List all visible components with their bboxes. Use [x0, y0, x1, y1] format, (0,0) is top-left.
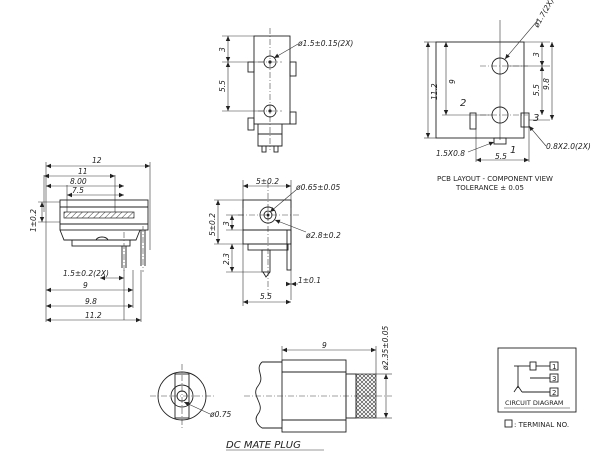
dim-width-11-2: 11.2 [85, 311, 102, 320]
circuit-terminal-1: 1 [552, 363, 556, 371]
plug-end-dia: ø0.75 [209, 410, 232, 419]
pcb-hole-dia: ø1.7(2X) [531, 0, 555, 30]
circuit-title: CIRCUIT DIAGRAM [505, 399, 564, 407]
dim-side-hole-dia: ø0.65±0.05 [295, 183, 340, 192]
pcb-slot-large: 0.8X2.0(2X) [546, 142, 591, 151]
pcb-caption: PCB LAYOUT - COMPONENT VIEW [437, 175, 553, 183]
side-view: 5±0.2 5±0.2 3 2.3 ø0.65±0.05 ø2.8±0.2 1±… [208, 177, 341, 306]
dim-side-2-3: 2.3 [222, 253, 231, 265]
pcb-dim-5-5: 5.5 [532, 84, 541, 96]
pcb-layout: ø1.7(2X) 11.2 9 3 5.5 9.8 2 3 1 1.5X0.8 … [424, 0, 591, 192]
pcb-dim-9-8: 9.8 [542, 78, 551, 90]
dim-width-7-5: 7.5 [72, 186, 84, 195]
terminal-legend: : TERMINAL NO. [514, 421, 569, 429]
dim-height-1: 1±0.2 [29, 209, 38, 232]
dim-width-12: 12 [92, 156, 102, 165]
dim-hole-dia-top: ø1.5±0.15(2X) [297, 39, 353, 48]
dim-side-height-5: 5±0.2 [208, 213, 217, 236]
pcb-bottom-5-5: 5.5 [495, 152, 507, 161]
dim-width-9: 9 [83, 281, 88, 290]
plug-length-9: 9 [322, 341, 327, 350]
circuit-terminal-2: 2 [552, 389, 556, 397]
dim-top-3: 3 [218, 47, 227, 52]
dim-side-3: 3 [222, 221, 231, 226]
plug-pin-dia: ø2.35±0.05 [381, 326, 390, 371]
circuit-diagram: 1 3 2 CIRCUIT DIAGRAM : TERMINAL NO. [497, 347, 577, 429]
plug-end-view: ø0.75 [150, 364, 232, 428]
circuit-terminal-3: 3 [552, 375, 556, 383]
pcb-pin-1: 1 [510, 145, 516, 156]
pcb-dim-3: 3 [532, 52, 541, 57]
pcb-pin-3: 3 [533, 113, 539, 124]
dim-side-1: 1±0.1 [298, 276, 321, 285]
pcb-pin-2: 2 [460, 98, 466, 109]
pcb-tolerance: TOLERANCE ± 0.05 [455, 184, 524, 192]
plug-side-view: 9 ø2.35±0.05 DC MATE PLUG [226, 326, 392, 451]
front-view: 12 11 8.00 7.5 1±0.2 1.5±0.2(2X) 9 9.8 1… [29, 156, 151, 323]
pcb-slot-small: 1.5X0.8 [436, 149, 465, 158]
dim-width-11: 11 [78, 167, 88, 176]
pcb-height-11-2: 11.2 [430, 83, 439, 100]
dim-pin-offset: 1.5±0.2(2X) [63, 269, 109, 278]
dim-side-5-5: 5.5 [260, 292, 272, 301]
dim-side-width-5: 5±0.2 [256, 177, 279, 186]
plug-title: DC MATE PLUG [226, 440, 301, 451]
dim-width-9-8: 9.8 [85, 297, 97, 306]
pcb-dim-9: 9 [448, 79, 457, 84]
top-view: 3 5.5 ø1.5±0.15(2X) [218, 28, 353, 153]
dim-width-8: 8.00 [70, 177, 87, 186]
dim-top-5-5: 5.5 [218, 80, 227, 92]
dim-barrel-dia: ø2.8±0.2 [305, 231, 341, 240]
